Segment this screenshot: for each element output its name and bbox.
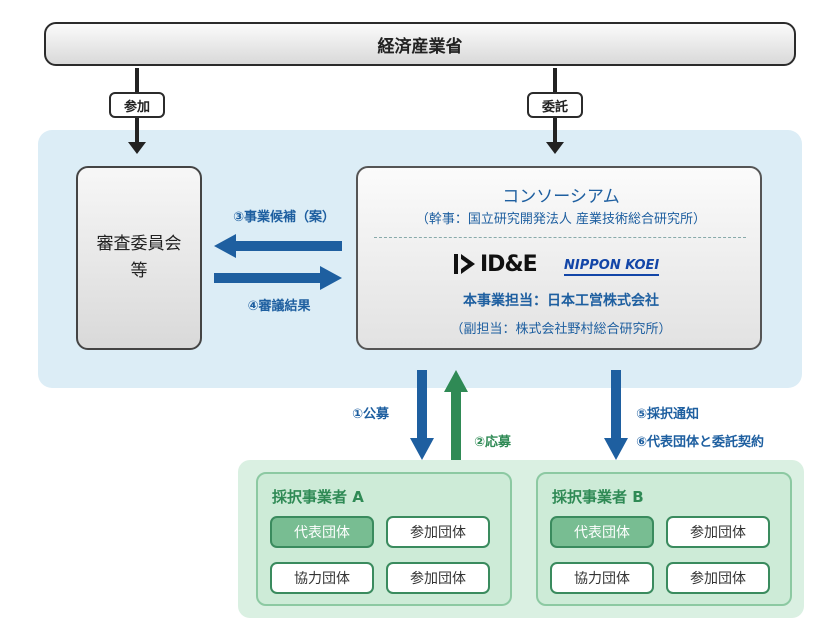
review-committee-line2: 等 <box>130 261 148 281</box>
consortium-divider <box>374 237 746 238</box>
commission-text: 委託 <box>541 99 568 115</box>
operator-a-box: 採択事業者 A 代表団体 参加団体 協力団体 参加団体 <box>256 472 512 606</box>
participation-text: 参加 <box>123 99 150 115</box>
contract-label: ⑥代表団体と委託契約 <box>636 435 765 450</box>
operator-b-participant-chip-2: 参加団体 <box>666 562 770 594</box>
consortium-lead: 本事業担当：日本工営株式会社 <box>463 293 659 309</box>
ide-logo-mark <box>454 254 475 274</box>
review-committee-box: 審査委員会 等 <box>76 166 202 350</box>
consortium-title: コンソーシアム <box>502 187 620 207</box>
notify-label: ⑤採択通知 <box>636 407 700 422</box>
operator-b-cooperator-chip: 協力団体 <box>550 562 654 594</box>
operator-b-title: 採択事業者 B <box>552 488 644 506</box>
public-call-label: ①公募 <box>352 407 390 422</box>
consortium-sublead: （副担当：株式会社野村総合研究所） <box>450 322 672 337</box>
commission-arrowhead <box>546 142 564 154</box>
operator-a-participant-chip-2: 参加団体 <box>386 562 490 594</box>
ide-logo-text: ID&E <box>480 251 538 277</box>
operator-a-title: 採択事業者 A <box>272 488 364 506</box>
notify-arrow <box>604 370 628 460</box>
results-label: ④審議結果 <box>247 299 311 314</box>
commission-label: 委託 <box>527 92 583 118</box>
nippon-koei-logo: NIPPON KOEI <box>564 254 660 276</box>
ministry-label: 経済産業省 <box>377 36 463 57</box>
operator-a-cooperator-chip: 協力団体 <box>270 562 374 594</box>
ide-logo: ID&E <box>454 250 538 278</box>
operator-a-representative-chip: 代表団体 <box>270 516 374 548</box>
ministry-box: 経済産業省 <box>44 22 796 66</box>
public-call-arrow <box>410 370 434 460</box>
candidates-label: ③事業候補（案） <box>232 210 335 225</box>
participation-arrowhead <box>128 142 146 154</box>
consortium-box: コンソーシアム （幹事：国立研究開発法人 産業技術総合研究所） ID&E NIP… <box>356 166 762 350</box>
operator-a-participant-chip: 参加団体 <box>386 516 490 548</box>
review-committee-line1: 審査委員会 <box>96 233 182 254</box>
nippon-koei-logo-text: NIPPON KOEI <box>564 258 660 276</box>
candidates-arrow <box>214 234 342 258</box>
application-arrow <box>444 370 468 460</box>
operator-b-representative-chip: 代表団体 <box>550 516 654 548</box>
consortium-subtitle: （幹事：国立研究開発法人 産業技術総合研究所） <box>415 212 707 227</box>
operator-b-participant-chip: 参加団体 <box>666 516 770 548</box>
application-label: ②応募 <box>474 435 512 450</box>
participation-label: 参加 <box>109 92 165 118</box>
operator-b-box: 採択事業者 B 代表団体 参加団体 協力団体 参加団体 <box>536 472 792 606</box>
results-arrow <box>214 266 342 290</box>
